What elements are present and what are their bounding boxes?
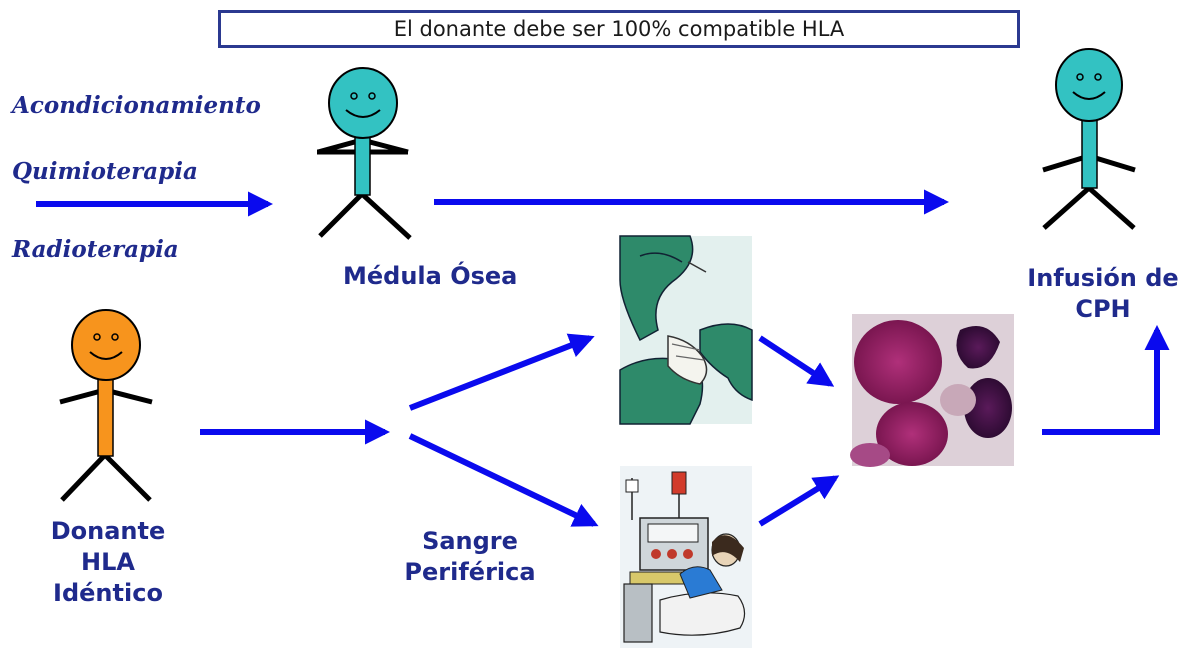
donor-label-line-3: Idéntico bbox=[53, 579, 163, 607]
conditioning-label: Acondicionamiento bbox=[12, 92, 261, 119]
infusion-label: Infusión de CPH bbox=[1018, 263, 1188, 325]
compatibility-banner: El donante debe ser 100% compatible HLA bbox=[218, 10, 1020, 48]
arrow-harvest-to-cells bbox=[758, 335, 835, 387]
stick-figure-recipient bbox=[1042, 48, 1136, 230]
bone-marrow-harvest-illustration bbox=[619, 235, 753, 425]
donor-label: Donante HLA Idéntico bbox=[18, 516, 198, 609]
donor-label-line-2: HLA bbox=[81, 548, 135, 576]
stem-cells-micrograph bbox=[850, 314, 1014, 467]
arrow-split-to-apheresis bbox=[408, 433, 599, 527]
bone-marrow-label: Médula Ósea bbox=[343, 262, 518, 290]
arrow-apheresis-to-cells bbox=[758, 475, 840, 527]
arrow-split-to-harvest bbox=[408, 333, 595, 411]
donor-label-line-1: Donante bbox=[50, 517, 166, 545]
radiotherapy-label: Radioterapia bbox=[12, 236, 179, 263]
stick-figure-donor bbox=[59, 309, 153, 502]
peripheral-blood-line-1: Sangre bbox=[422, 527, 518, 555]
peripheral-blood-label: Sangre Periférica bbox=[380, 526, 560, 588]
stick-figure-patient bbox=[317, 67, 412, 240]
peripheral-blood-line-2: Periférica bbox=[404, 558, 536, 586]
arrows bbox=[36, 189, 1170, 527]
chemotherapy-label: Quimioterapia bbox=[12, 158, 198, 185]
infusion-label-line-1: Infusión de bbox=[1027, 264, 1179, 292]
apheresis-illustration bbox=[620, 466, 752, 648]
infusion-label-line-2: CPH bbox=[1075, 295, 1131, 323]
arrow-cells-to-infusion bbox=[1042, 324, 1170, 435]
